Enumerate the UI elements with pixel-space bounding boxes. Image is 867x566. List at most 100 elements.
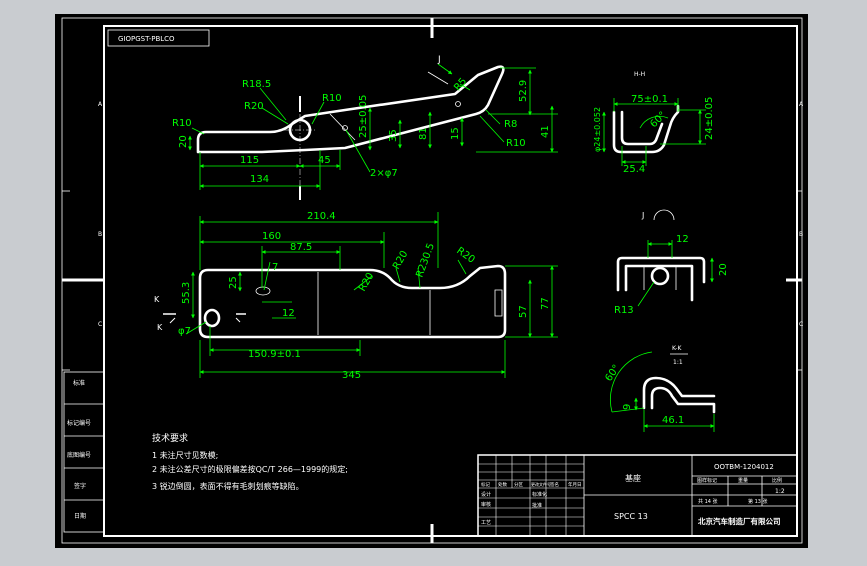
zone-grid bbox=[62, 190, 802, 371]
zone-letter-left-b: B bbox=[98, 231, 102, 238]
section-kk-dim: 9 bbox=[622, 404, 633, 410]
top-view-dim: 15 bbox=[450, 127, 461, 140]
front-view-dim: 160 bbox=[262, 231, 281, 242]
top-view bbox=[196, 65, 505, 200]
top-view-dim: 45 bbox=[318, 155, 331, 166]
top-view-label: R8 bbox=[504, 119, 517, 130]
section-kk-dim: 46.1 bbox=[662, 415, 684, 426]
section-kk-dimensions bbox=[609, 351, 715, 432]
front-view bbox=[163, 264, 507, 339]
zone-letter-right-c: C bbox=[799, 321, 803, 328]
part-name: 基座 bbox=[625, 473, 641, 483]
side-table-cell: 标记编号 bbox=[67, 419, 91, 427]
title-block-cell: 工艺 bbox=[481, 520, 491, 526]
front-view-dim: 55.3 bbox=[181, 282, 192, 304]
note-item: 2 未注公差尺寸的极限偏差按QC/T 266—1999的规定; bbox=[152, 464, 348, 474]
front-view-label: 25 bbox=[228, 276, 239, 289]
side-table-cell: 标准 bbox=[73, 379, 85, 387]
sheet-number: 第 13 张 bbox=[748, 498, 768, 505]
title-header-cell: 重量 bbox=[738, 477, 748, 484]
top-view-label: J bbox=[437, 55, 441, 65]
side-table bbox=[63, 371, 105, 533]
top-view-dim: 52.9 bbox=[518, 80, 529, 102]
title-block-cell: 标记 bbox=[481, 481, 490, 488]
company-name: 北京汽车制造厂有限公司 bbox=[698, 516, 781, 526]
top-view-dim: 81 bbox=[418, 127, 429, 140]
title-block-cell: 更改文件号 bbox=[531, 481, 551, 487]
top-view-dim: 115 bbox=[240, 155, 259, 166]
top-view-label: R18.5 bbox=[242, 79, 271, 90]
detail-j-dim: 20 bbox=[718, 263, 729, 276]
top-view-dim: 35 bbox=[388, 129, 399, 142]
title-header-cell: 比例 bbox=[772, 477, 782, 484]
note-item: 3 锐边倒圆，表面不得有毛刺划痕等缺陷。 bbox=[152, 481, 304, 491]
section-hh-title: H-H bbox=[634, 71, 645, 78]
title-block-cell: 处数 bbox=[498, 481, 507, 488]
front-view-dim: 150.9±0.1 bbox=[248, 349, 301, 360]
detail-j-dimensions bbox=[637, 240, 714, 307]
front-view-dim: 210.4 bbox=[307, 211, 336, 222]
zone-letter-left-c: C bbox=[98, 321, 102, 328]
section-hh-dim: φ24±0.052 bbox=[593, 107, 602, 152]
detail-j bbox=[616, 256, 706, 302]
top-view-dim: 25±0.05 bbox=[358, 95, 369, 138]
front-view-label: K bbox=[157, 323, 163, 332]
front-view-label: φ7 bbox=[178, 326, 191, 337]
section-hh-dim: 25.4 bbox=[623, 164, 645, 175]
title-block bbox=[477, 454, 798, 537]
section-hh-dimensions bbox=[602, 98, 706, 166]
title-block-cell: 签名 bbox=[550, 481, 559, 488]
section-hh bbox=[612, 104, 680, 154]
top-view-dimensions bbox=[188, 63, 558, 190]
detail-j-dim: R13 bbox=[614, 305, 634, 316]
top-view-label: R20 bbox=[244, 101, 264, 112]
section-kk-title: K-K bbox=[672, 345, 682, 352]
title-header-cell: 图样标记 bbox=[697, 477, 717, 484]
front-view-label: 7 bbox=[272, 262, 278, 273]
top-view-dim: 20 bbox=[178, 135, 189, 148]
title-block-cell: 分区 bbox=[514, 481, 523, 488]
title-block-cell: 年月日 bbox=[568, 481, 582, 488]
section-hh-dim: 75±0.1 bbox=[631, 94, 668, 105]
detail-j-dim: 12 bbox=[676, 234, 689, 245]
top-view-label: 2×φ7 bbox=[370, 168, 398, 179]
title-block-cell: 标准化 bbox=[532, 491, 547, 498]
front-view-dim: 12 bbox=[282, 308, 295, 319]
sheet-count: 共 14 张 bbox=[698, 498, 718, 505]
front-view-label: K bbox=[154, 295, 160, 304]
code-box bbox=[107, 29, 210, 47]
top-view-dim: 41 bbox=[540, 125, 551, 138]
side-table-cell: 底图编号 bbox=[67, 451, 91, 459]
note-item: 1 未注尺寸见数模; bbox=[152, 450, 218, 460]
zone-letter-right-b: B bbox=[799, 231, 803, 238]
drawing-sheet bbox=[55, 14, 808, 548]
top-view-label: R10 bbox=[322, 93, 342, 104]
title-block-cell: 设计 bbox=[481, 491, 491, 498]
code-box-text: GIOPGST-PBLCO bbox=[118, 35, 175, 43]
detail-j-arc bbox=[653, 209, 675, 221]
title-block-cell: 批准 bbox=[532, 502, 542, 509]
drawing-number: OOTBM-1204012 bbox=[714, 463, 774, 471]
front-view-dim: 345 bbox=[342, 370, 361, 381]
top-view-dim: 134 bbox=[250, 174, 269, 185]
section-kk-scale: 1:1 bbox=[673, 359, 683, 366]
top-view-label: R10 bbox=[172, 118, 192, 129]
material: SPCC 13 bbox=[614, 512, 648, 521]
front-view-dim: 77 bbox=[540, 297, 551, 310]
zone-letter-right-a: A bbox=[799, 101, 804, 108]
notes-heading: 技术要求 bbox=[152, 432, 188, 444]
zone-letter-left-a: A bbox=[98, 101, 103, 108]
section-kk bbox=[642, 376, 716, 414]
drawing-scale: 1:2 bbox=[775, 488, 785, 495]
front-view-dim: 87.5 bbox=[290, 242, 312, 253]
title-block-cell: 审核 bbox=[481, 501, 491, 508]
front-view-dim: 57 bbox=[518, 305, 529, 318]
section-hh-dim: 24±0.05 bbox=[704, 97, 715, 140]
detail-j-title: J bbox=[641, 211, 644, 220]
top-view-label: R10 bbox=[506, 138, 526, 149]
side-table-cell: 签字 bbox=[74, 482, 86, 490]
front-view-dimensions bbox=[185, 212, 558, 378]
side-table-cell: 日期 bbox=[74, 512, 86, 520]
